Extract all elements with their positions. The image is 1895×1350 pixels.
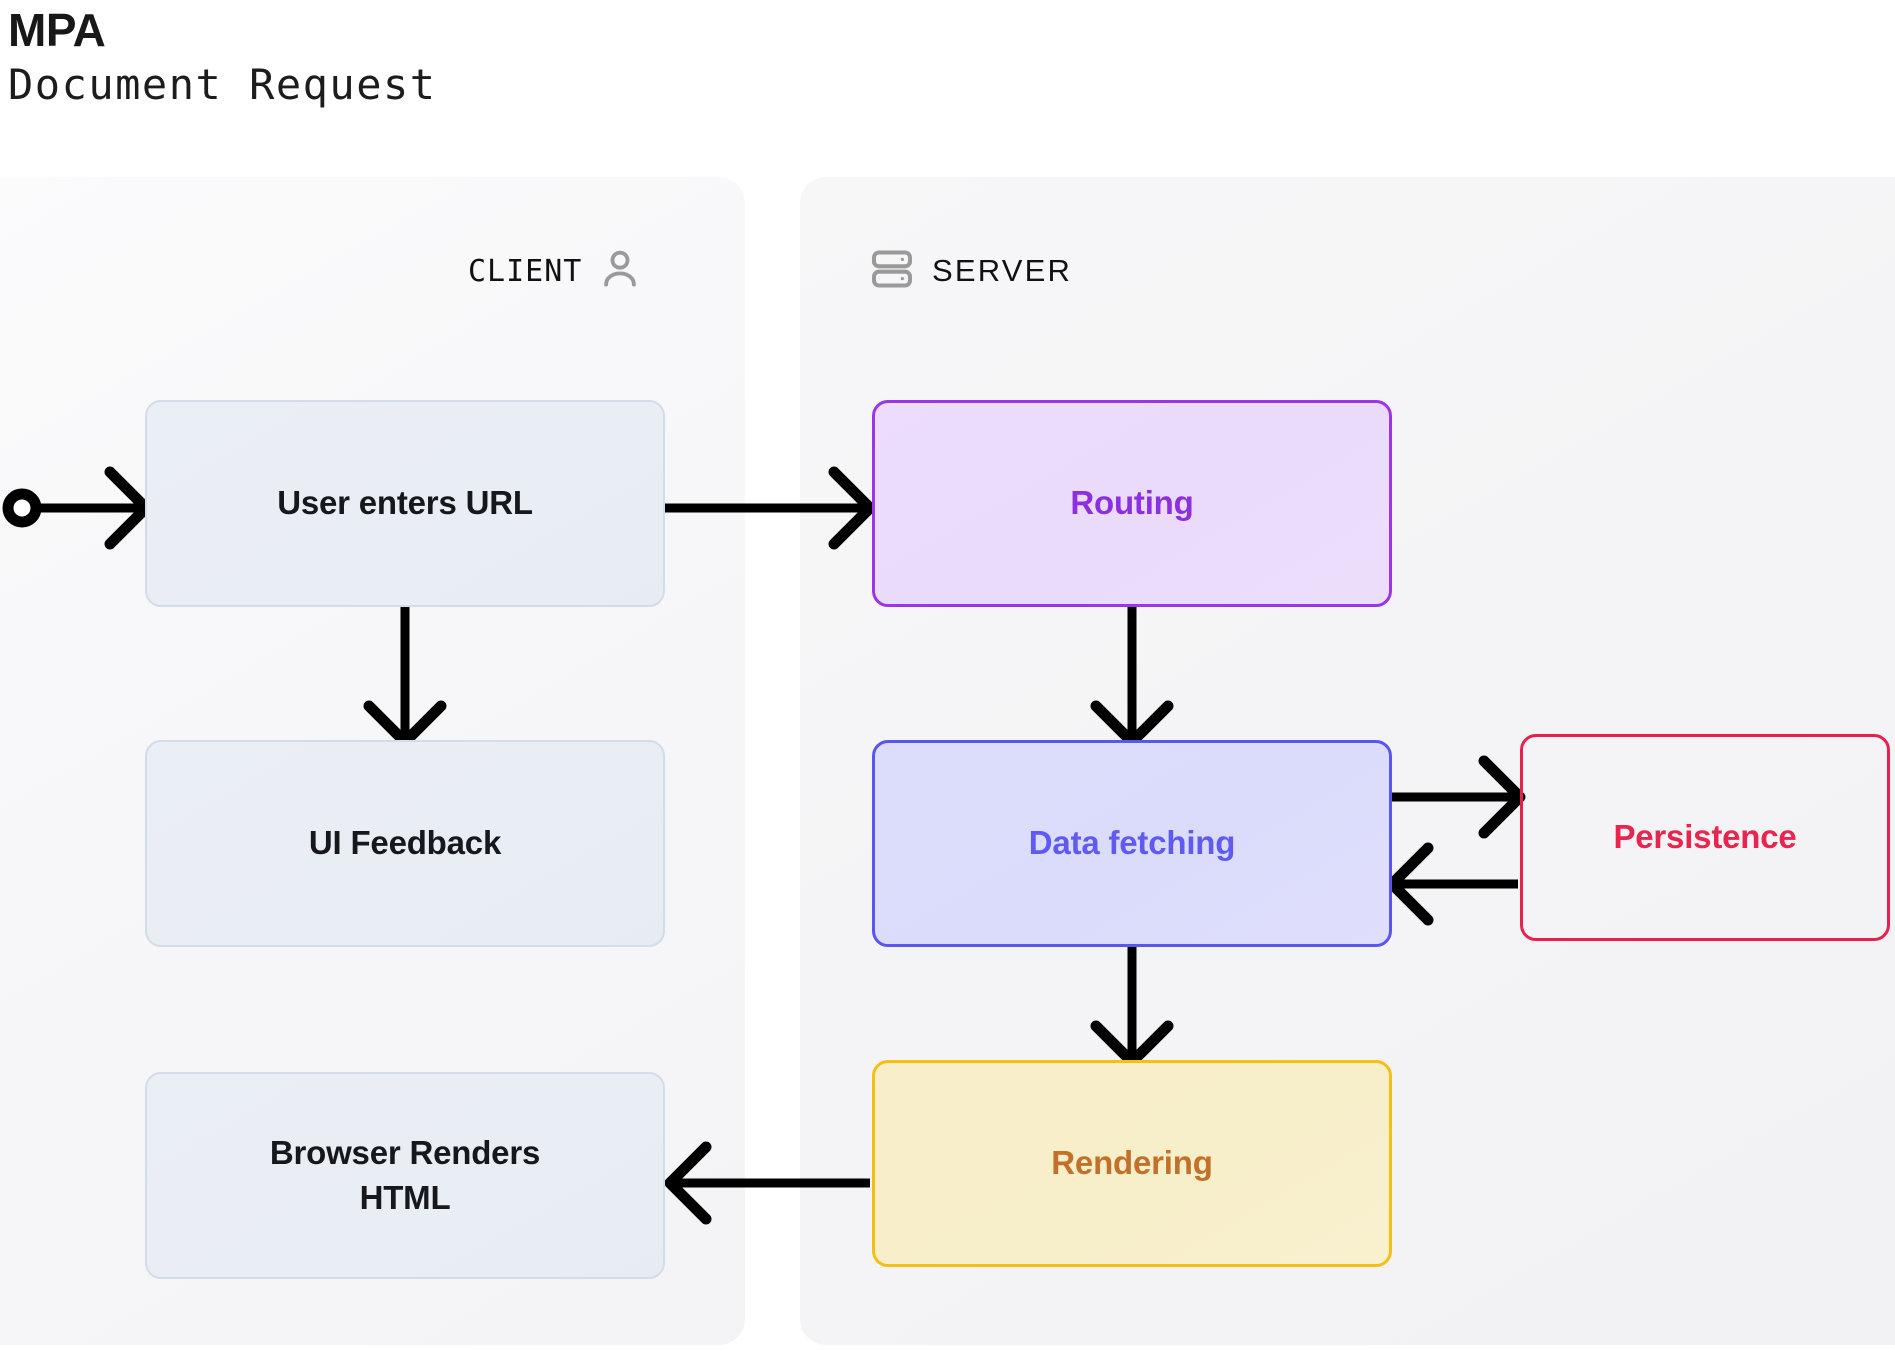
client-lane-label: CLIENT xyxy=(468,253,583,289)
user-icon xyxy=(598,246,642,297)
node-rendering[interactable]: Rendering xyxy=(872,1060,1392,1267)
node-data-fetching-label: Data fetching xyxy=(1028,824,1236,862)
client-lane-header: CLIENT xyxy=(468,248,642,294)
node-browser-renders-html-line2: HTML xyxy=(359,1178,451,1216)
diagram-header: MPA Document Request xyxy=(8,0,908,112)
node-routing-label: Routing xyxy=(1070,484,1194,522)
node-browser-renders-html[interactable]: Browser Renders HTML xyxy=(145,1072,665,1279)
server-icon xyxy=(868,246,916,297)
node-user-enters-url-label: User enters URL xyxy=(277,484,533,522)
node-routing[interactable]: Routing xyxy=(872,400,1392,607)
node-browser-renders-html-line1: Browser Renders xyxy=(269,1133,541,1171)
node-rendering-label: Rendering xyxy=(1051,1144,1213,1182)
page-subtitle: Document Request xyxy=(8,60,437,109)
node-user-enters-url[interactable]: User enters URL xyxy=(145,400,665,607)
server-lane-label: SERVER xyxy=(932,253,1073,288)
node-browser-renders-html-label: Browser Renders HTML xyxy=(270,1131,540,1220)
node-ui-feedback-label: UI Feedback xyxy=(308,824,502,862)
node-persistence-label: Persistence xyxy=(1613,818,1797,856)
node-persistence[interactable]: Persistence xyxy=(1520,734,1890,941)
node-data-fetching[interactable]: Data fetching xyxy=(872,740,1392,947)
node-ui-feedback[interactable]: UI Feedback xyxy=(145,740,665,947)
server-lane-header: SERVER xyxy=(868,248,1072,294)
page-title: MPA xyxy=(8,4,106,56)
